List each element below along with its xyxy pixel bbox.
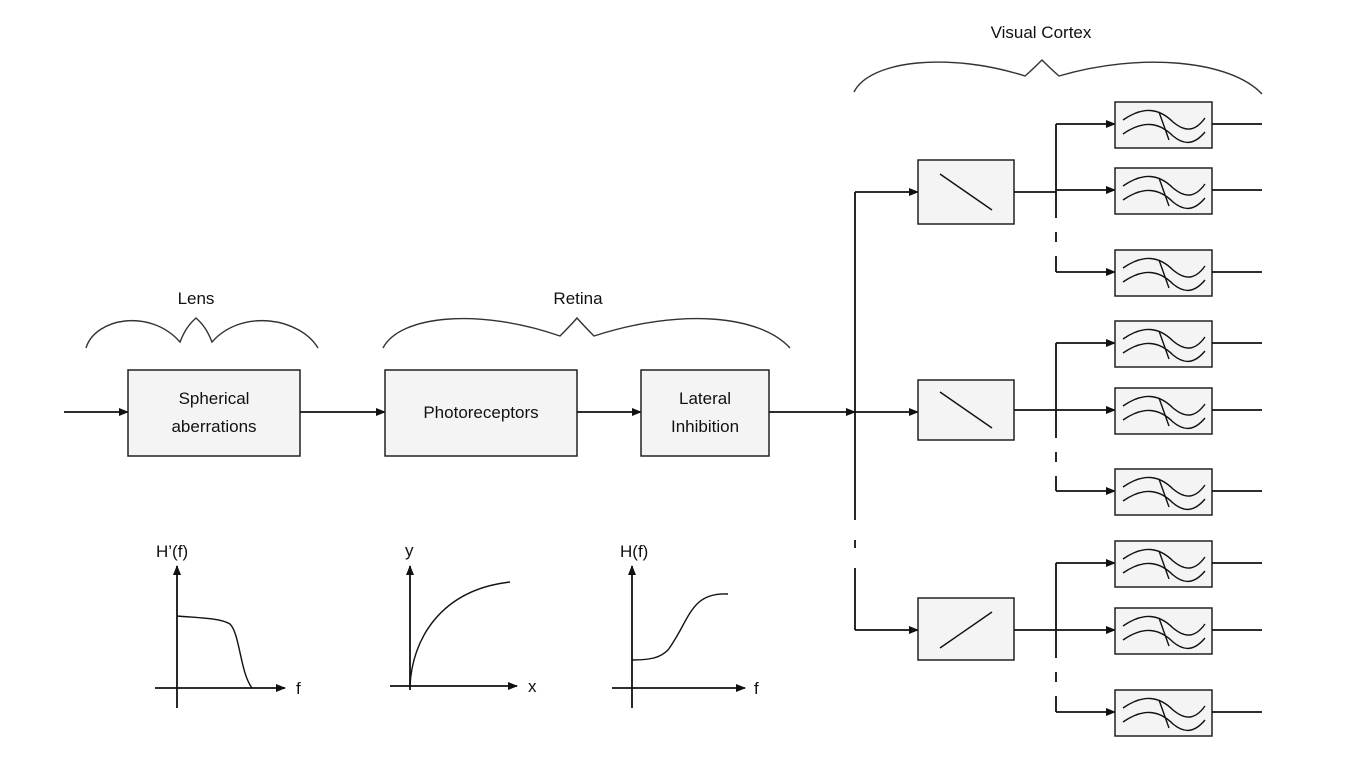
retina-brace — [382, 316, 791, 349]
lateral-inhibition-line1: Lateral — [679, 389, 731, 408]
photoreceptor-graph-xlabel: x — [528, 677, 537, 696]
lateral-inhibition-block — [640, 369, 770, 457]
bandpass-filter-3-3 — [1114, 689, 1213, 737]
lens-response-curve — [176, 615, 253, 689]
orientation-filter-1 — [917, 159, 1015, 225]
bandpass-waves-icon — [1122, 175, 1206, 209]
bandpass-waves-icon — [1122, 257, 1206, 291]
bandpass-waves-icon — [1122, 697, 1206, 731]
visual-cortex-brace — [853, 59, 1263, 95]
inhibition-graph-ylabel: H(f) — [620, 542, 648, 561]
bandpass-filter-1-1 — [1114, 101, 1213, 149]
photoreceptor-graph-ylabel: y — [405, 541, 414, 560]
lateral-inhibition-line2: Inhibition — [671, 417, 739, 436]
bandpass-waves-icon — [1122, 548, 1206, 582]
spherical-aberrations-line1: Spherical — [179, 389, 250, 408]
retina-label: Retina — [553, 289, 603, 308]
bandpass-filter-2-3 — [1114, 468, 1213, 516]
bandpass-waves-icon — [1122, 109, 1206, 143]
inhibition-response-graph: H(f) f — [612, 542, 759, 708]
output-lines — [1212, 123, 1262, 713]
bandpass-filter-1-2 — [1114, 167, 1213, 215]
orientation-line-icon — [939, 391, 993, 429]
bandpass-filter-1-3 — [1114, 249, 1213, 297]
inhibition-response-curve — [631, 593, 729, 661]
inhibition-graph-xlabel: f — [754, 679, 759, 698]
bandpass-waves-icon — [1122, 615, 1206, 649]
bandpass-waves-icon — [1122, 395, 1206, 429]
lens-graph-xlabel: f — [296, 679, 301, 698]
spherical-aberrations-block — [127, 369, 301, 457]
bandpass-filter-3-2 — [1114, 607, 1213, 655]
bandpass-filter-3-1 — [1114, 540, 1213, 588]
orientation-line-icon — [939, 173, 993, 211]
lens-graph-ylabel: H’(f) — [156, 542, 188, 561]
bandpass-filter-2-1 — [1114, 320, 1213, 368]
photoreceptors-block — [384, 369, 578, 457]
lens-brace — [85, 317, 319, 349]
orientation-filter-3-box — [917, 597, 1015, 661]
orientation-line-icon — [939, 611, 993, 649]
orientation-filter-3 — [917, 597, 1015, 661]
photoreceptor-response-graph: y x — [390, 541, 537, 696]
bandpass-filter-2-2 — [1114, 387, 1213, 435]
bandpass-waves-icon — [1122, 476, 1206, 510]
lens-response-graph: H’(f) f — [155, 542, 301, 708]
photoreceptor-response-curve — [409, 581, 511, 687]
spherical-aberrations-line2: aberrations — [171, 417, 256, 436]
lens-label: Lens — [178, 289, 215, 308]
orientation-filter-2 — [917, 379, 1015, 441]
photoreceptors-label: Photoreceptors — [423, 403, 538, 422]
visual-cortex-label: Visual Cortex — [991, 23, 1092, 42]
bandpass-waves-icon — [1122, 328, 1206, 362]
